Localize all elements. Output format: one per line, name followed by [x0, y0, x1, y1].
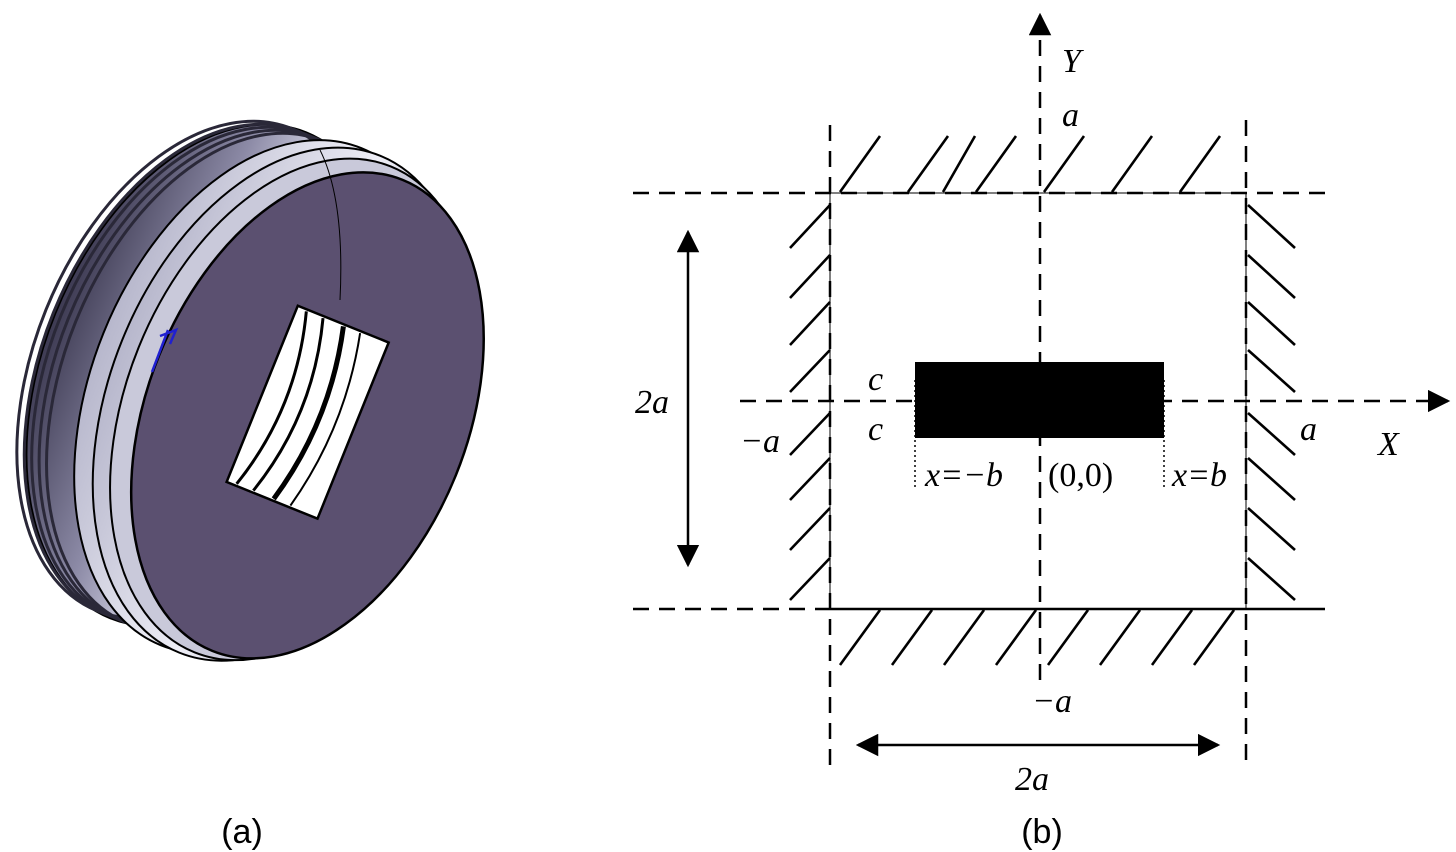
- y-axis-label: Y: [1062, 43, 1084, 80]
- origin-label: (0,0): [1048, 457, 1113, 494]
- a-top-label: a: [1062, 97, 1079, 134]
- bottom-wall-hatching: [838, 609, 1236, 666]
- c-lower-label: c: [868, 411, 883, 448]
- right-wall-hatching: [1247, 204, 1296, 601]
- axis-marker-icon: [150, 327, 179, 373]
- panel-a-part-illustration: (a): [15, 119, 485, 851]
- neg-a-left-label: −a: [740, 423, 780, 460]
- panel-a-caption: (a): [221, 813, 263, 851]
- panel-b-caption: (b): [1021, 813, 1063, 851]
- x-pos-b-label: x=b: [1171, 457, 1227, 494]
- top-wall-hatching: [838, 135, 1222, 193]
- neg-a-bottom-label: −a: [1032, 683, 1072, 720]
- x-axis-label: X: [1376, 426, 1400, 463]
- x-neg-b-label: x=−b: [924, 457, 1003, 494]
- panel-b-schematic: Y X a a −a −a c c 2a 2a x=−b x=b (0,0) (…: [633, 12, 1451, 851]
- a-right-label: a: [1300, 411, 1317, 448]
- rectangular-window: [225, 304, 391, 521]
- c-upper-label: c: [868, 361, 883, 398]
- height-dimension-label: 2a: [635, 384, 669, 421]
- left-wall-hatching: [789, 204, 831, 601]
- width-dimension-label: 2a: [1015, 761, 1049, 798]
